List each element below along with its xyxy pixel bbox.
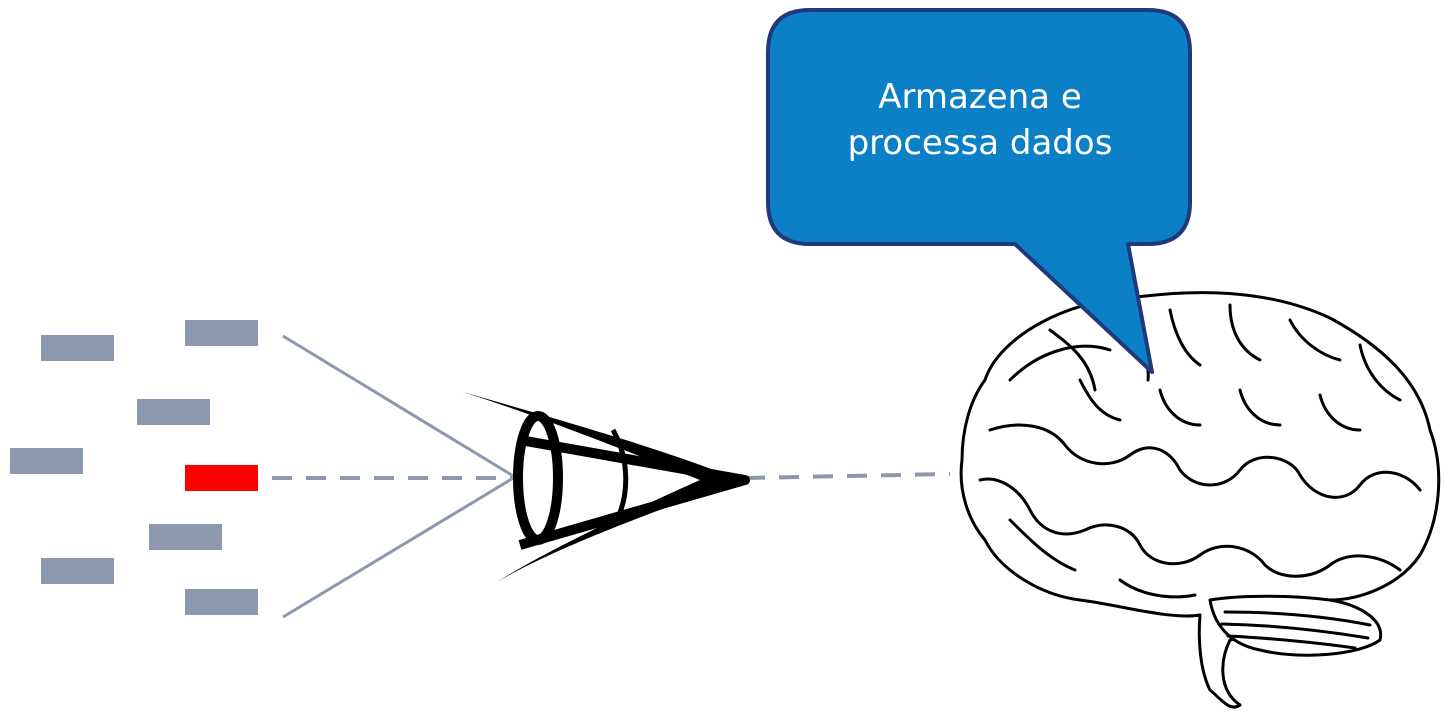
stimulus-rect xyxy=(185,589,258,615)
eye-icon xyxy=(463,392,745,582)
stimuli-group xyxy=(10,320,258,615)
callout-line-2: processa dados xyxy=(790,120,1170,166)
stimulus-rect-highlighted xyxy=(185,465,258,491)
stimulus-rect xyxy=(185,320,258,346)
stimulus-rect xyxy=(10,448,83,474)
callout-line-1: Armazena e xyxy=(790,74,1170,120)
view-line-lower xyxy=(283,477,515,617)
signal-dashed-line xyxy=(745,474,950,478)
callout-bubble xyxy=(768,10,1190,372)
brain-icon xyxy=(961,293,1439,708)
stimulus-rect xyxy=(41,335,114,361)
stimulus-rect xyxy=(137,399,210,425)
view-line-upper xyxy=(283,336,515,477)
callout-text: Armazena e processa dados xyxy=(790,74,1170,166)
stimulus-rect xyxy=(149,524,222,550)
stimulus-rect xyxy=(41,558,114,584)
